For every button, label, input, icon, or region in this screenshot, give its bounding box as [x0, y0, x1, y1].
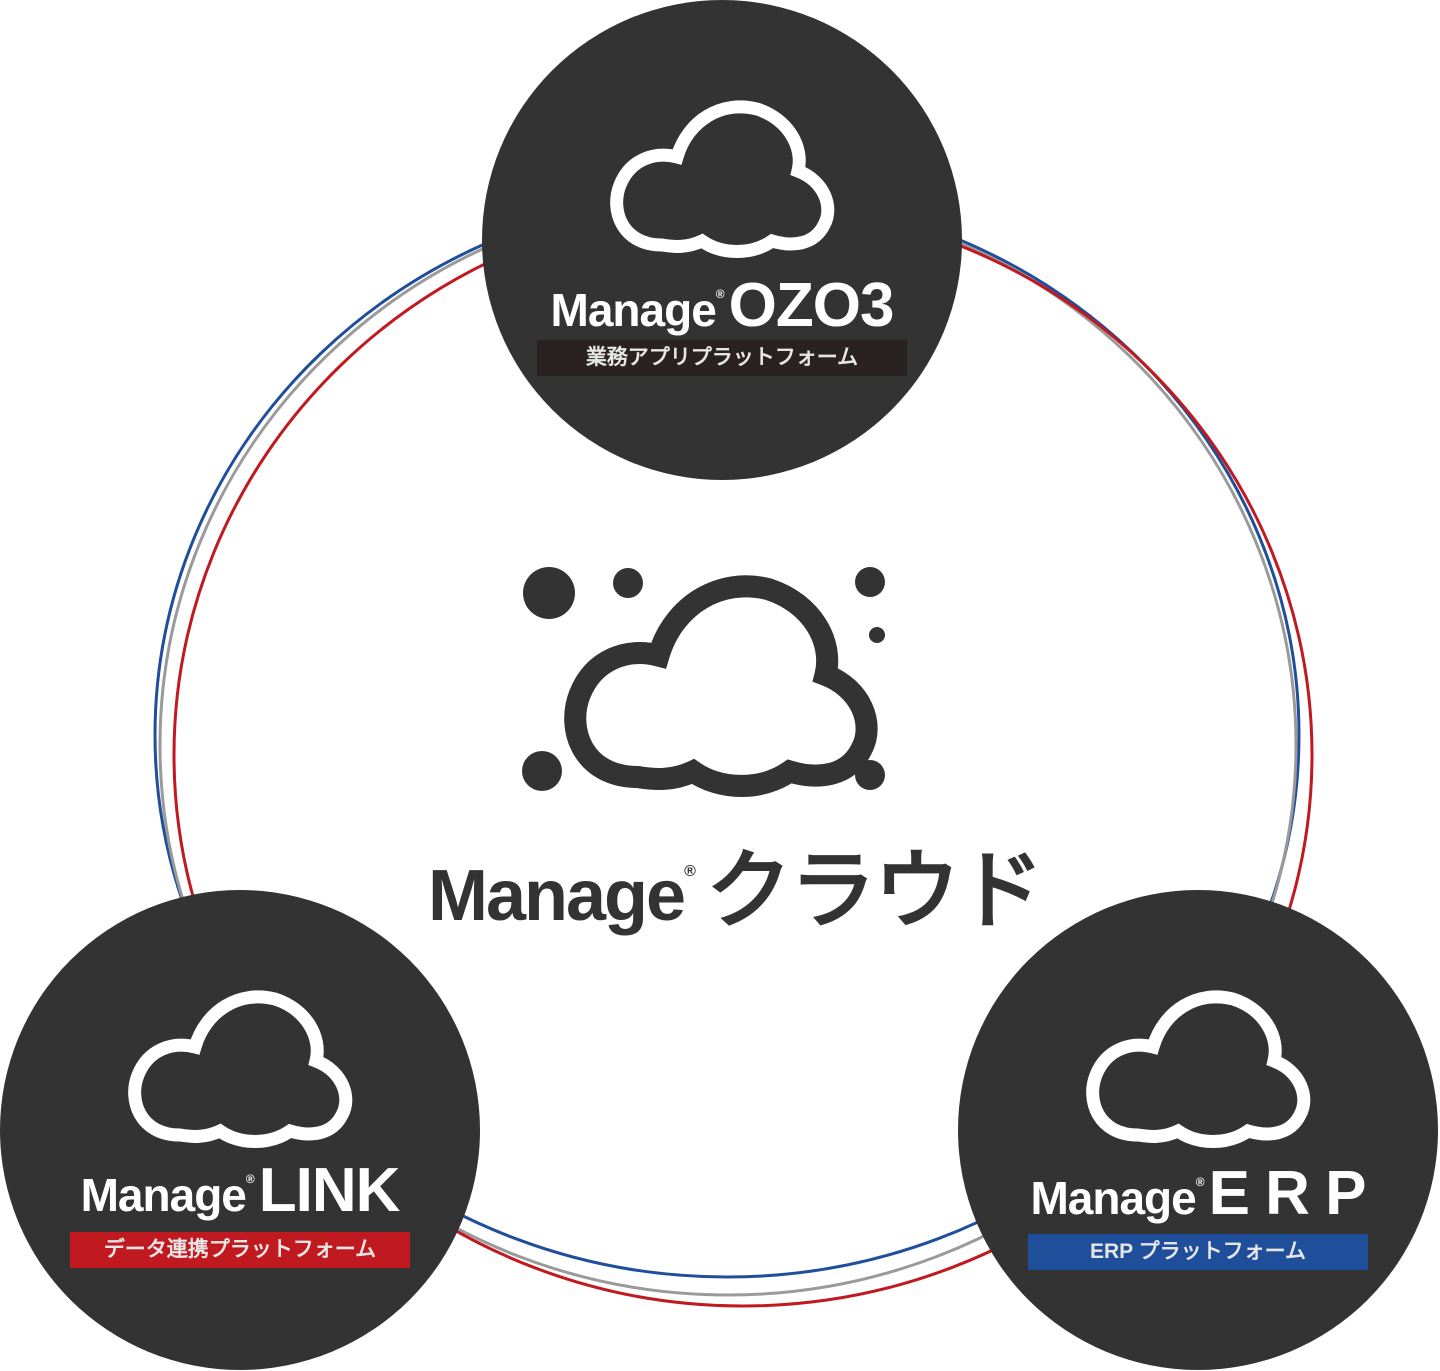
registered-mark: ®	[684, 863, 696, 880]
registered-mark: ®	[245, 1172, 255, 1186]
node-link[interactable]: Manage®LINK データ連携プラットフォーム	[0, 890, 480, 1370]
node-title: Manage®LINK	[0, 1155, 480, 1226]
node-ozo3[interactable]: Manage®OZO3 業務アプリプラットフォーム	[482, 0, 962, 480]
brand-text: Manage	[80, 1169, 247, 1221]
cloud-icon	[120, 985, 360, 1155]
node-erp[interactable]: Manage®E R P ERP プラットフォーム	[958, 890, 1438, 1370]
center-brand-title: Manage® クラウド	[428, 820, 1044, 945]
node-title: Manage®OZO3	[482, 270, 962, 341]
brand-text: Manage	[428, 856, 686, 936]
product-name: OZO3	[728, 271, 895, 340]
node-subtitle: 業務アプリプラットフォーム	[537, 340, 907, 376]
cloud-icon	[602, 95, 842, 265]
registered-mark: ®	[1195, 1175, 1205, 1189]
node-subtitle: ERP プラットフォーム	[1028, 1234, 1368, 1270]
product-name: LINK	[258, 1156, 401, 1225]
center-cloud-logo	[575, 586, 866, 786]
product-name: E R P	[1208, 1159, 1367, 1228]
center-logo-dots	[522, 567, 885, 791]
node-title: Manage®E R P	[958, 1158, 1438, 1229]
product-name: クラウド	[705, 843, 1044, 939]
node-subtitle: データ連携プラットフォーム	[70, 1232, 410, 1268]
brand-text: Manage	[1030, 1172, 1196, 1224]
cloud-icon	[1078, 985, 1318, 1155]
brand-text: Manage	[550, 284, 717, 336]
registered-mark: ®	[715, 287, 725, 301]
